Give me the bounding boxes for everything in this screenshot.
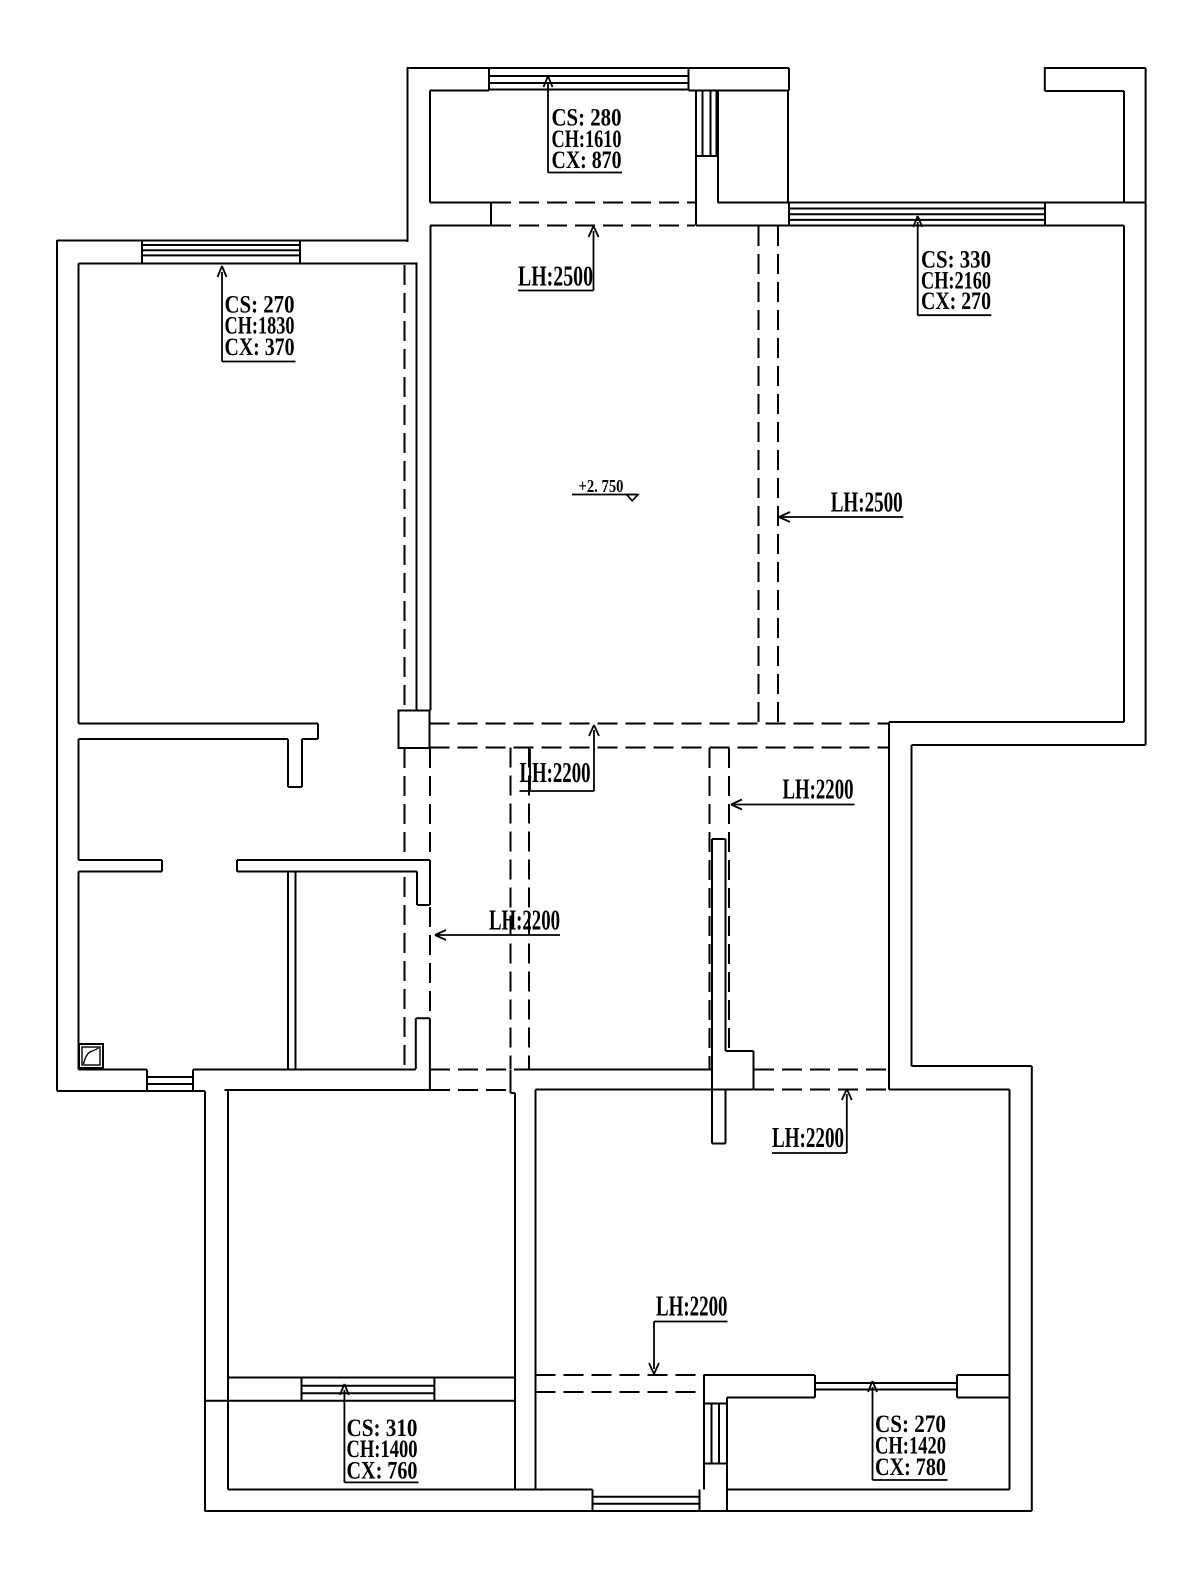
svg-text:CH:2160: CH:2160 [921, 268, 991, 295]
svg-text:CX: 270: CX: 270 [921, 288, 991, 315]
svg-text:LH:2200: LH:2200 [520, 758, 591, 789]
svg-text:CS: 280: CS: 280 [552, 105, 622, 132]
svg-text:CS: 270: CS: 270 [875, 1411, 946, 1438]
svg-text:CX: 370: CX: 370 [225, 334, 295, 361]
svg-text:CS: 330: CS: 330 [921, 247, 991, 274]
svg-text:CS: 310: CS: 310 [347, 1415, 418, 1442]
svg-text:LH:2500: LH:2500 [831, 488, 903, 519]
svg-text:CH:1830: CH:1830 [225, 313, 295, 340]
svg-text:CH:1420: CH:1420 [875, 1433, 946, 1460]
svg-text:LH:2200: LH:2200 [656, 1292, 728, 1323]
svg-text:CH:1610: CH:1610 [552, 126, 622, 153]
svg-text:CX: 870: CX: 870 [552, 147, 622, 174]
svg-text:LH:2200: LH:2200 [772, 1123, 844, 1154]
svg-text:CX: 760: CX: 760 [347, 1457, 418, 1484]
svg-text:LH:2200: LH:2200 [783, 775, 854, 806]
svg-text:LH:2200: LH:2200 [489, 906, 560, 937]
svg-text:CS: 270: CS: 270 [225, 291, 295, 318]
svg-text:CX: 780: CX: 780 [875, 1454, 946, 1481]
svg-text:CH:1400: CH:1400 [347, 1436, 418, 1463]
svg-text:LH:2500: LH:2500 [518, 262, 593, 293]
svg-text:+2. 750: +2. 750 [579, 476, 624, 496]
